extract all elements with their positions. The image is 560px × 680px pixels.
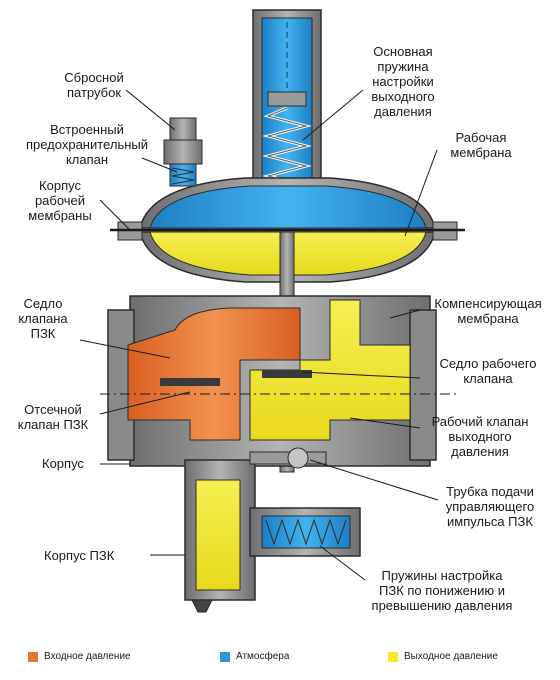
legend-swatch-inlet — [28, 652, 38, 662]
legend-label-inlet: Входное давление — [44, 651, 131, 662]
label-body: Корпус — [42, 456, 84, 471]
legend-label-outlet: Выходное давление — [404, 651, 498, 662]
pzk-body — [184, 459, 361, 613]
label-pzk-seat: Седло клапана ПЗК — [18, 296, 68, 341]
label-work-valve-seat: Седло рабочего клапана — [439, 356, 537, 386]
impulse-tube — [249, 447, 327, 469]
legend-swatch-atmosphere — [220, 652, 230, 662]
label-impulse-tube: Трубка подачи управляющего импульса ПЗК — [445, 484, 535, 529]
main-body — [100, 295, 460, 467]
legend-label-atmosphere: Атмосфера — [236, 651, 290, 662]
legend-swatch-outlet — [388, 652, 398, 662]
label-comp-membrane: Компенсирующая мембрана — [434, 296, 542, 326]
label-main-spring: Основная пружина настройки выходного дав… — [371, 44, 435, 119]
label-shutoff-valve: Отсечной клапан ПЗК — [17, 402, 89, 432]
label-pzk-springs: Пружины настройка ПЗК по понижению и пре… — [371, 568, 513, 613]
spring-housing — [252, 9, 322, 199]
relief-valve — [163, 117, 203, 187]
label-relief-valve: Встроенный предохранительный клапан — [25, 122, 149, 167]
label-membrane-housing: Корпус рабочей мембраны — [28, 178, 92, 223]
membrane-housing — [110, 177, 465, 283]
label-work-membrane: Рабочая мембрана — [450, 130, 512, 160]
label-pzk-body: Корпус ПЗК — [44, 548, 115, 563]
label-relief-pipe: Сбросной патрубок — [64, 70, 124, 100]
leader-lines — [79, 89, 439, 581]
label-work-valve: Рабочий клапан выходного давления — [431, 414, 529, 459]
